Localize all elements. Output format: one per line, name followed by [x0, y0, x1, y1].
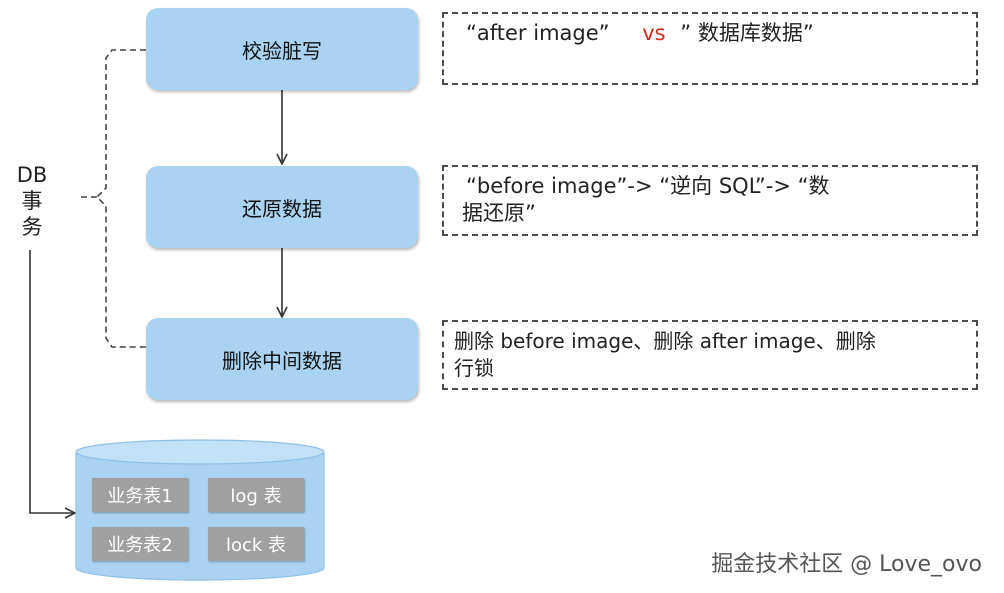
watermark: 掘金技术社区 @ Love_ovo	[711, 552, 982, 577]
note-delete-line-1: 删除 before image、删除 after image、删除	[454, 329, 876, 353]
db-transaction-line-3: 务	[21, 215, 43, 239]
arrow-to-database	[29, 250, 74, 513]
step-delete-intermediate-data: 删除中间数据	[146, 318, 418, 400]
step-check-dirty-write: 校验脏写	[146, 8, 418, 90]
note-check-database-data: ” 数据库数据”	[680, 21, 814, 45]
note-check-line: “after image” vs ” 数据库数据”	[466, 20, 966, 47]
note-restore-line-2: 据还原”	[462, 201, 536, 225]
db-transaction-line-1: DB	[16, 163, 48, 187]
table-business-2: 业务表2	[92, 527, 188, 561]
note-delete-intermediate: 删除 before image、删除 after image、删除 行锁	[442, 320, 978, 390]
db-transaction-label: DB 事 务	[12, 162, 52, 240]
step-check-dirty-write-label: 校验脏写	[242, 38, 322, 63]
transaction-brace	[95, 49, 146, 348]
note-check-vs: vs	[642, 21, 666, 45]
note-restore-data: “before image”-> “逆向 SQL”-> “数 据还原”	[442, 165, 978, 236]
db-transaction-line-2: 事	[21, 189, 43, 213]
note-check-after-image: “after image”	[466, 21, 610, 45]
step-delete-intermediate-data-label: 删除中间数据	[222, 348, 342, 373]
note-delete-line-2: 行锁	[454, 356, 494, 380]
table-lock: lock 表	[208, 527, 304, 561]
table-business-1: 业务表1	[92, 478, 188, 512]
note-restore-line-1: “before image”-> “逆向 SQL”-> “数	[466, 174, 830, 198]
step-restore-data-label: 还原数据	[242, 196, 322, 221]
table-log: log 表	[208, 478, 304, 512]
step-restore-data: 还原数据	[146, 166, 418, 248]
note-check-dirty-write: “after image” vs ” 数据库数据”	[442, 12, 978, 85]
